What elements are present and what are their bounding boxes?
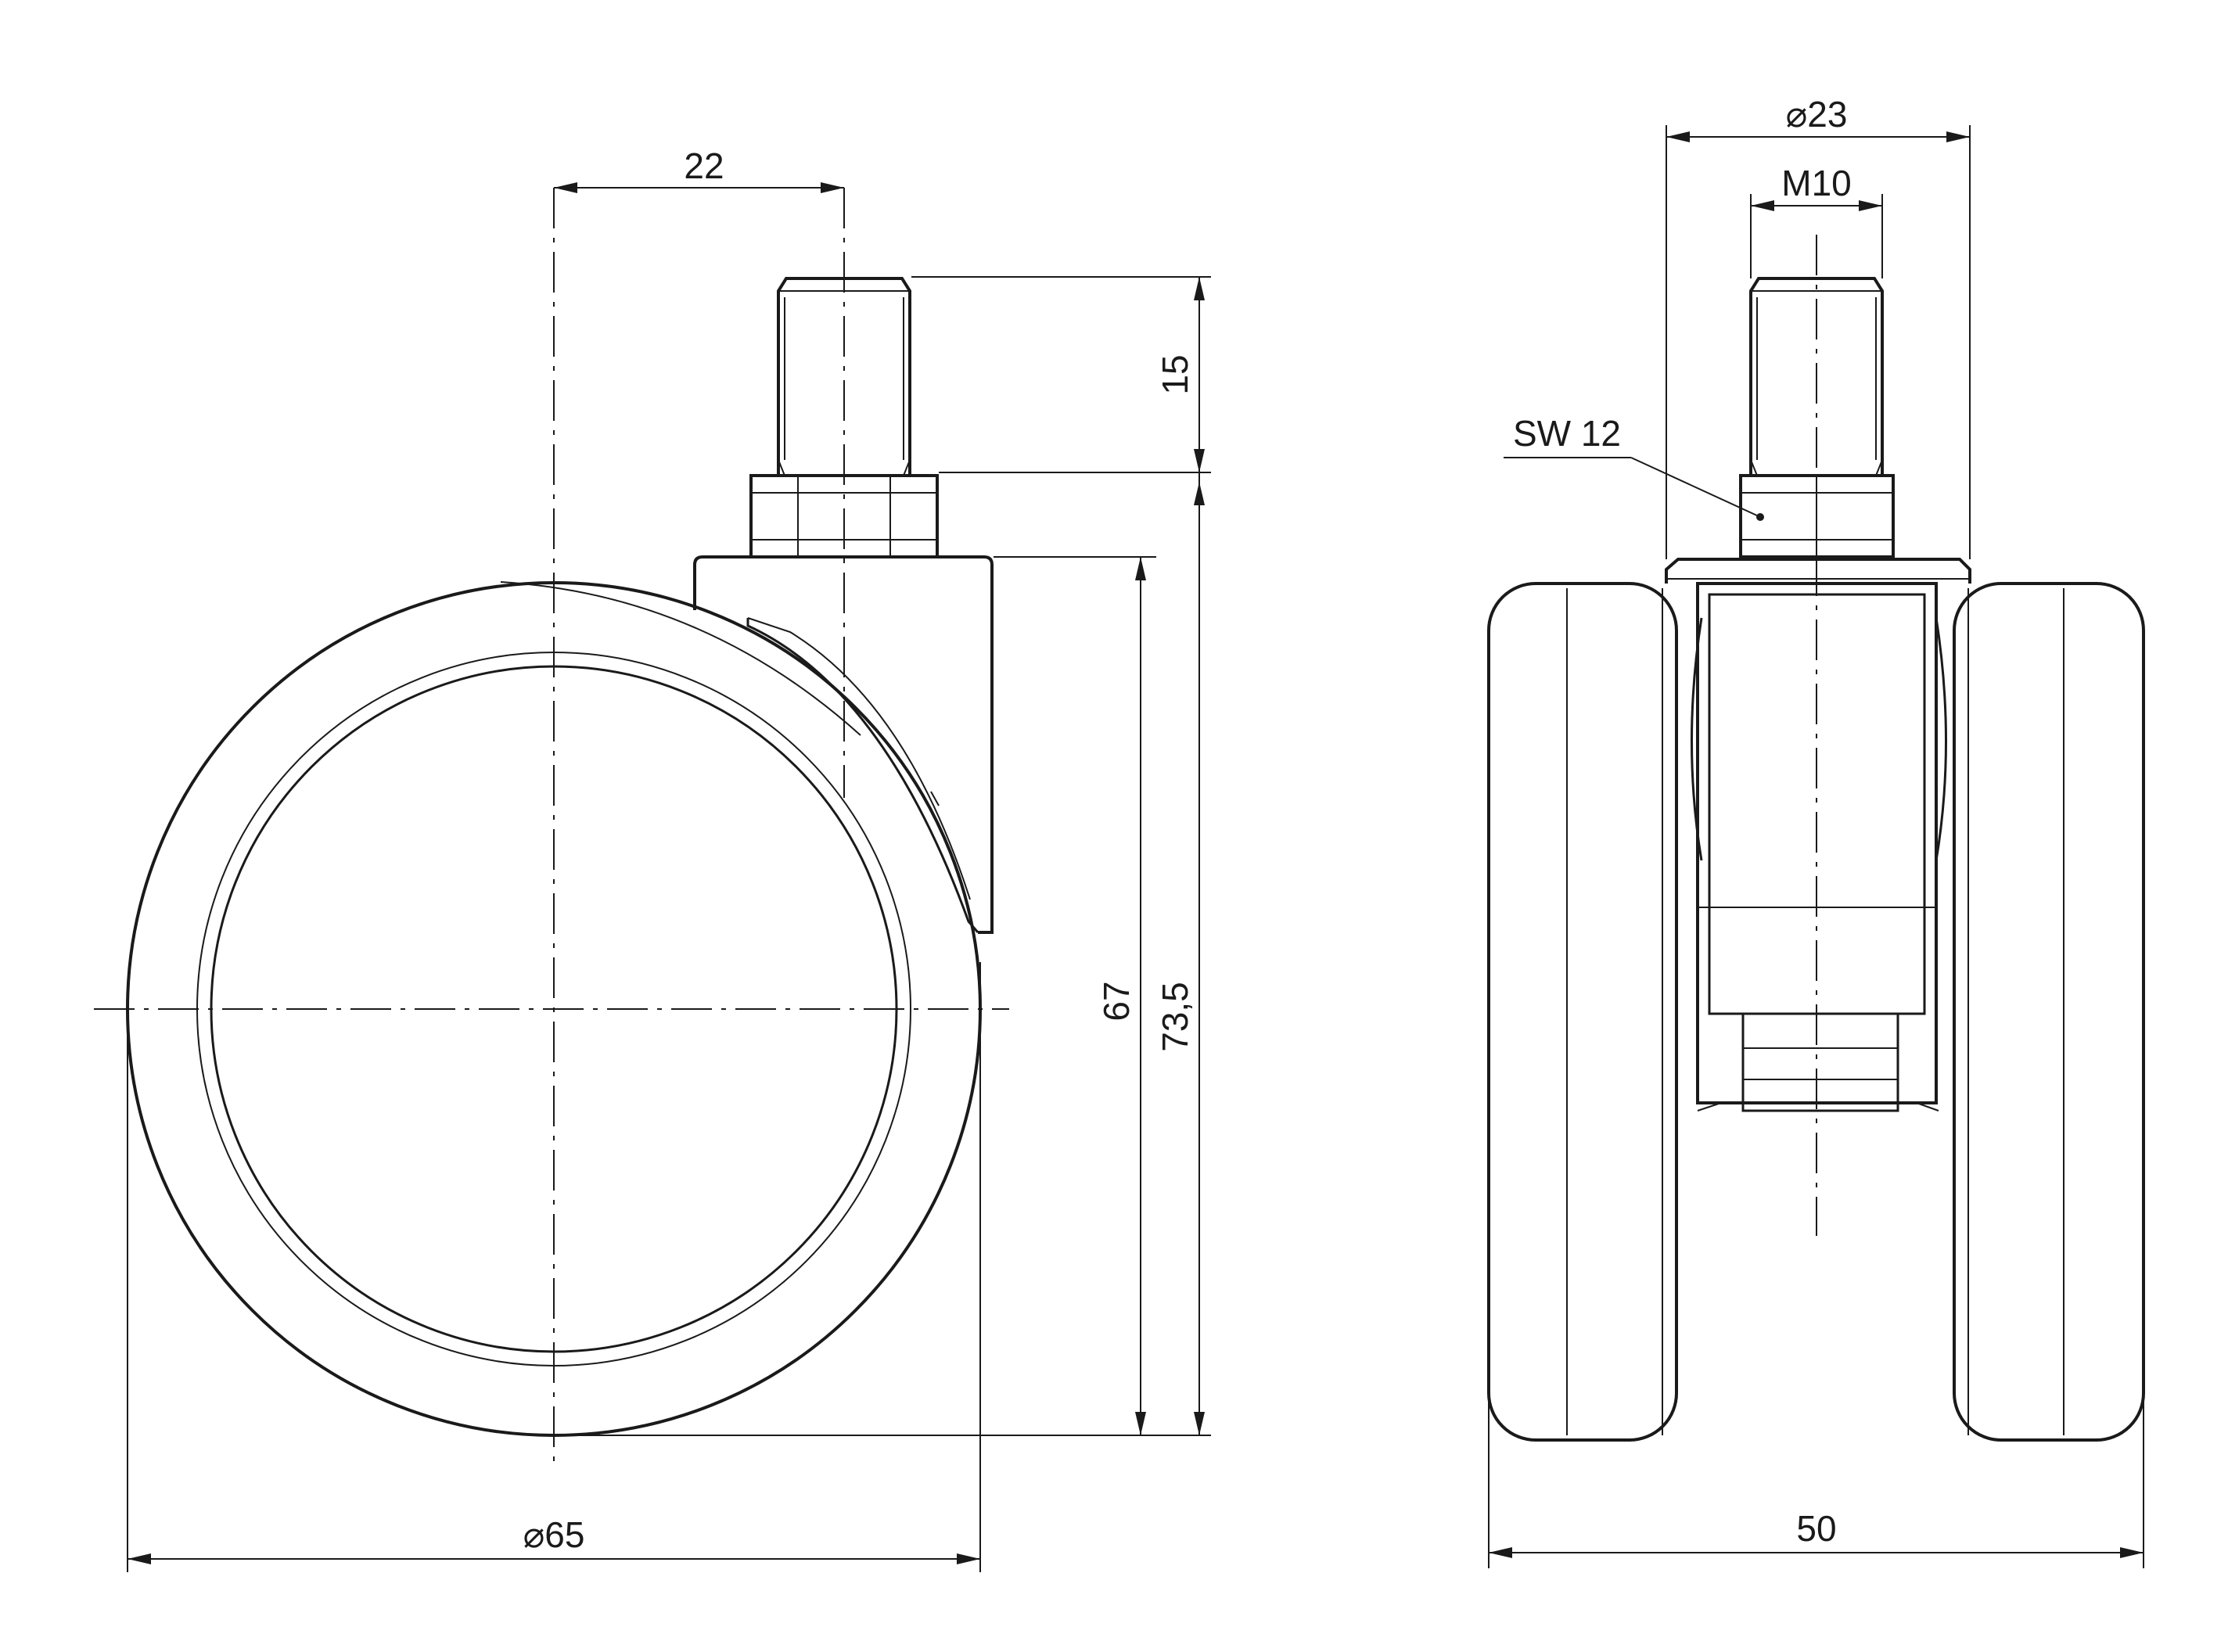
dim-width-label: 50 [1796, 1508, 1836, 1549]
dim-hex-label: SW 12 [1513, 413, 1621, 454]
dim-stem-length-label: 15 [1155, 354, 1195, 394]
dim-wheel-diameter-label: ⌀65 [523, 1514, 585, 1555]
dimension-67: 67 [548, 556, 1156, 1436]
dim-diameter-label: ⌀23 [1786, 94, 1848, 135]
dimension-15: 15 [911, 276, 1211, 473]
dim-thread-label: M10 [1781, 163, 1851, 203]
dimension-22: 22 [554, 145, 844, 193]
front-fork [1665, 558, 1971, 1112]
dimension-50: 50 [1488, 1009, 2144, 1568]
dimension-diameter-65: ⌀65 [127, 962, 981, 1572]
front-hub [1691, 617, 1947, 861]
dimension-73-5: 73,5 [1155, 472, 1211, 1436]
front-left-wheel [1487, 582, 1678, 1442]
side-fork [693, 555, 994, 934]
dim-offset-label: 22 [684, 145, 724, 186]
dim-height-total-label: 73,5 [1155, 982, 1195, 1052]
front-stem [1749, 277, 1884, 476]
leader-sw12: SW 12 [1504, 413, 1764, 521]
dim-height-body-label: 67 [1096, 981, 1137, 1021]
front-right-wheel [1953, 582, 2145, 1442]
side-view: 22 15 67 73,5 [94, 145, 1211, 1572]
front-view: ⌀23 M10 SW 12 50 [1487, 94, 2145, 1568]
dimension-m10: M10 [1750, 163, 1883, 278]
dimension-diameter-23: ⌀23 [1666, 94, 1971, 559]
